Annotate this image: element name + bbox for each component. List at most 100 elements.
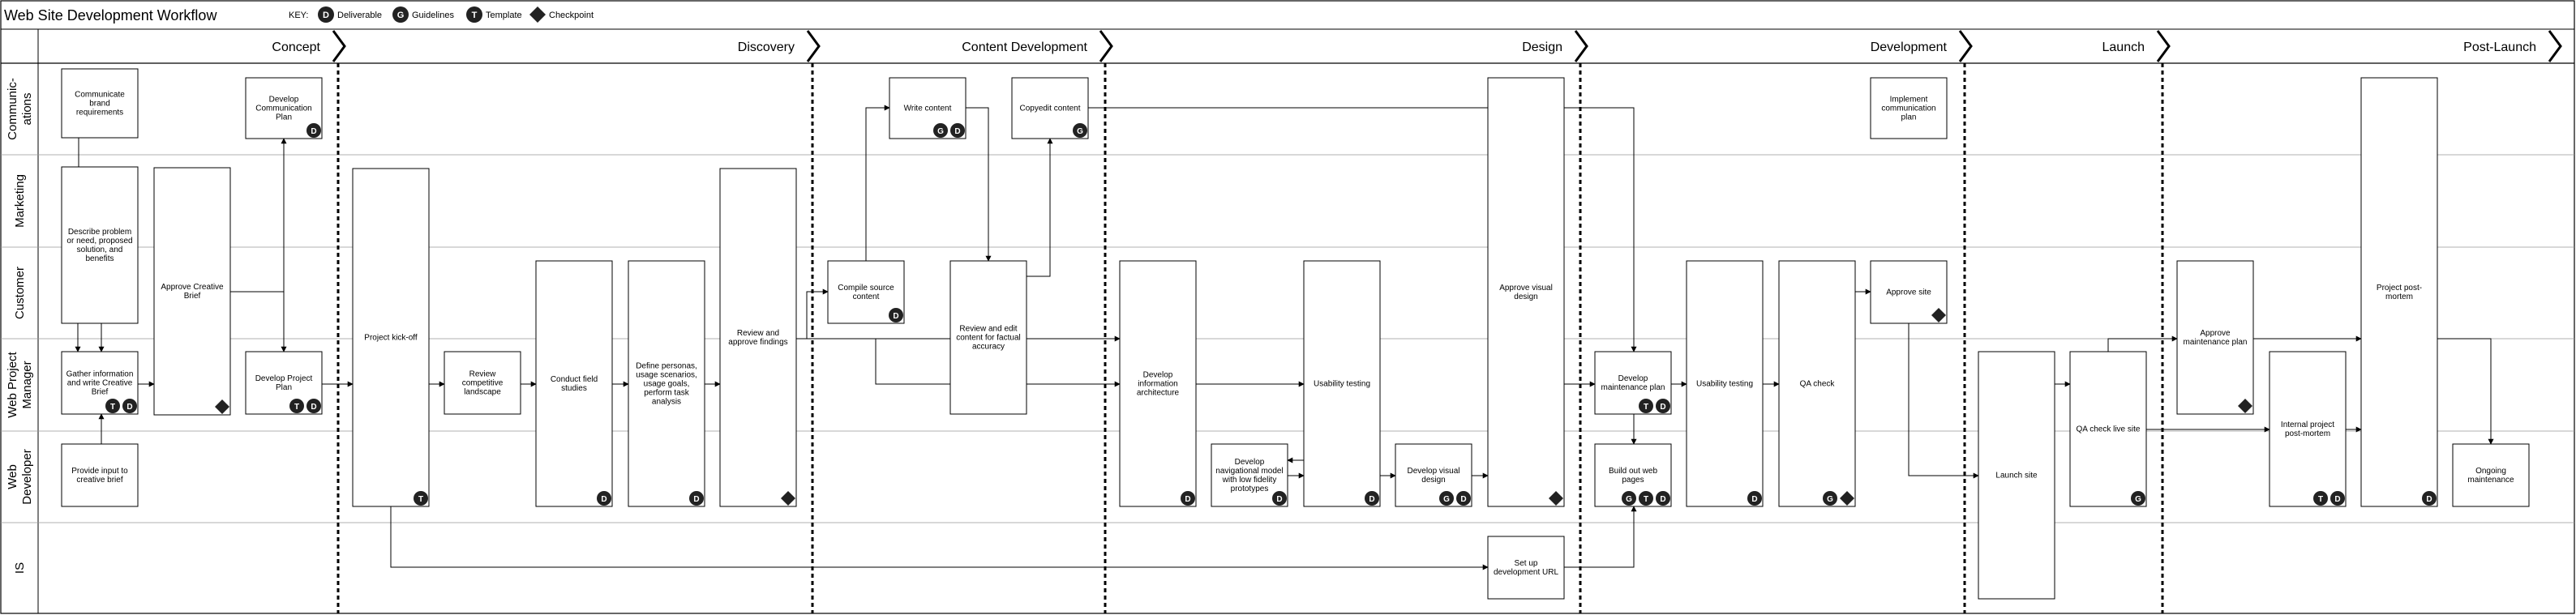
- badge-letter: T: [294, 403, 299, 412]
- task-box: [949, 260, 1027, 415]
- connector-arrow: [865, 105, 890, 261]
- badge-letter: D: [2426, 495, 2432, 504]
- task-label: QA check: [1800, 380, 1836, 389]
- badge-letter: D: [311, 127, 316, 136]
- task-label-line: content: [853, 293, 880, 301]
- deliverable-badge-icon: [1456, 491, 1471, 506]
- deliverable-badge-icon: [950, 123, 965, 138]
- badge-letter: D: [126, 403, 132, 412]
- badge-letter: D: [1185, 495, 1190, 504]
- deliverable-badge-icon: [2330, 491, 2345, 506]
- badge-letter: T: [110, 403, 115, 412]
- badge-letter: G: [1626, 495, 1632, 504]
- task-label-line: Implement: [1890, 96, 1928, 105]
- lane-label-line: Manager: [20, 361, 34, 408]
- key-item-label: Checkpoint: [549, 11, 594, 20]
- deliverable-badge-icon: [306, 399, 321, 413]
- task-label-line: post-mortem: [2285, 429, 2330, 438]
- task-box: [535, 260, 613, 507]
- badge-letter: G: [1443, 495, 1450, 504]
- task-label: QA check live site: [2077, 425, 2141, 434]
- task-label-line: approve findings: [728, 338, 787, 347]
- task-label-line: Ongoing: [2475, 467, 2506, 476]
- task-label-line: Build out web: [1609, 467, 1657, 476]
- task-label-line: maintenance: [2467, 476, 2514, 485]
- task-label-line: competitive: [462, 379, 504, 388]
- key-badge-letter: D: [323, 11, 329, 20]
- lane-label: Communic-ations: [6, 78, 34, 140]
- connector-arrow: [1564, 506, 1637, 568]
- key-item-label: Template: [486, 11, 522, 20]
- badge-letter: D: [1660, 403, 1665, 412]
- checkpoint-diamond-icon: [781, 491, 795, 506]
- task-label-line: Provide input to: [71, 467, 128, 476]
- badge-letter: D: [893, 312, 898, 321]
- key-item-label: Deliverable: [337, 11, 382, 20]
- connector-arrow: [1088, 107, 1637, 352]
- task-label-line: creative brief: [76, 476, 122, 485]
- guidelines-badge-icon: [392, 6, 409, 23]
- badge-letter: T: [418, 495, 423, 504]
- lane-label-line: Communic-: [6, 78, 19, 140]
- lane-label-line: Developer: [20, 449, 34, 504]
- guidelines-badge-icon: [933, 123, 948, 138]
- badge-letter: T: [1644, 403, 1648, 412]
- task-label-line: Review and edit: [959, 325, 1017, 334]
- badge-letter: G: [1077, 127, 1083, 136]
- task-label-line: Approve visual: [1499, 284, 1553, 293]
- badge-letter: D: [2334, 495, 2340, 504]
- task-label-line: maintenance plan: [1601, 383, 1665, 392]
- phase-label: Content Development: [962, 41, 1087, 54]
- badge-letter: D: [1460, 495, 1466, 504]
- deliverable-badge-icon: [597, 491, 611, 506]
- task-approve-site: Approve site: [1870, 260, 1948, 324]
- task-box: [2360, 77, 2438, 507]
- deliverable-badge-icon: [1656, 399, 1670, 413]
- task-label-line: solution, and: [77, 246, 123, 254]
- task-label-line: Communicate: [75, 91, 125, 100]
- task-label-line: Brief: [92, 388, 109, 397]
- phase-chevron-icon: [806, 30, 821, 62]
- task-label: Project post-mortem: [2377, 284, 2422, 301]
- badge-letter: G: [937, 127, 944, 136]
- task-label: Launch site: [1995, 472, 2038, 480]
- task-label-line: Develop: [269, 96, 299, 105]
- task-box: [719, 168, 797, 507]
- lane-label-line: Customer: [13, 267, 27, 319]
- task-box: [153, 167, 231, 416]
- task-box: [61, 68, 139, 139]
- phase-chevron-icon: [1574, 30, 1588, 62]
- connector-arrow: [966, 107, 992, 262]
- checkpoint-diamond-icon: [529, 6, 546, 23]
- task-box: [1870, 77, 1948, 139]
- task-label-line: plan: [1901, 113, 1917, 122]
- task-box: [352, 168, 430, 507]
- connector-arrow: [2437, 338, 2494, 445]
- task-label-line: design: [1421, 476, 1445, 485]
- badge-letter: D: [693, 495, 699, 504]
- task-label-line: Compile source: [838, 284, 894, 293]
- task-label-line: communication: [1881, 105, 1935, 113]
- task-box: [1011, 77, 1089, 139]
